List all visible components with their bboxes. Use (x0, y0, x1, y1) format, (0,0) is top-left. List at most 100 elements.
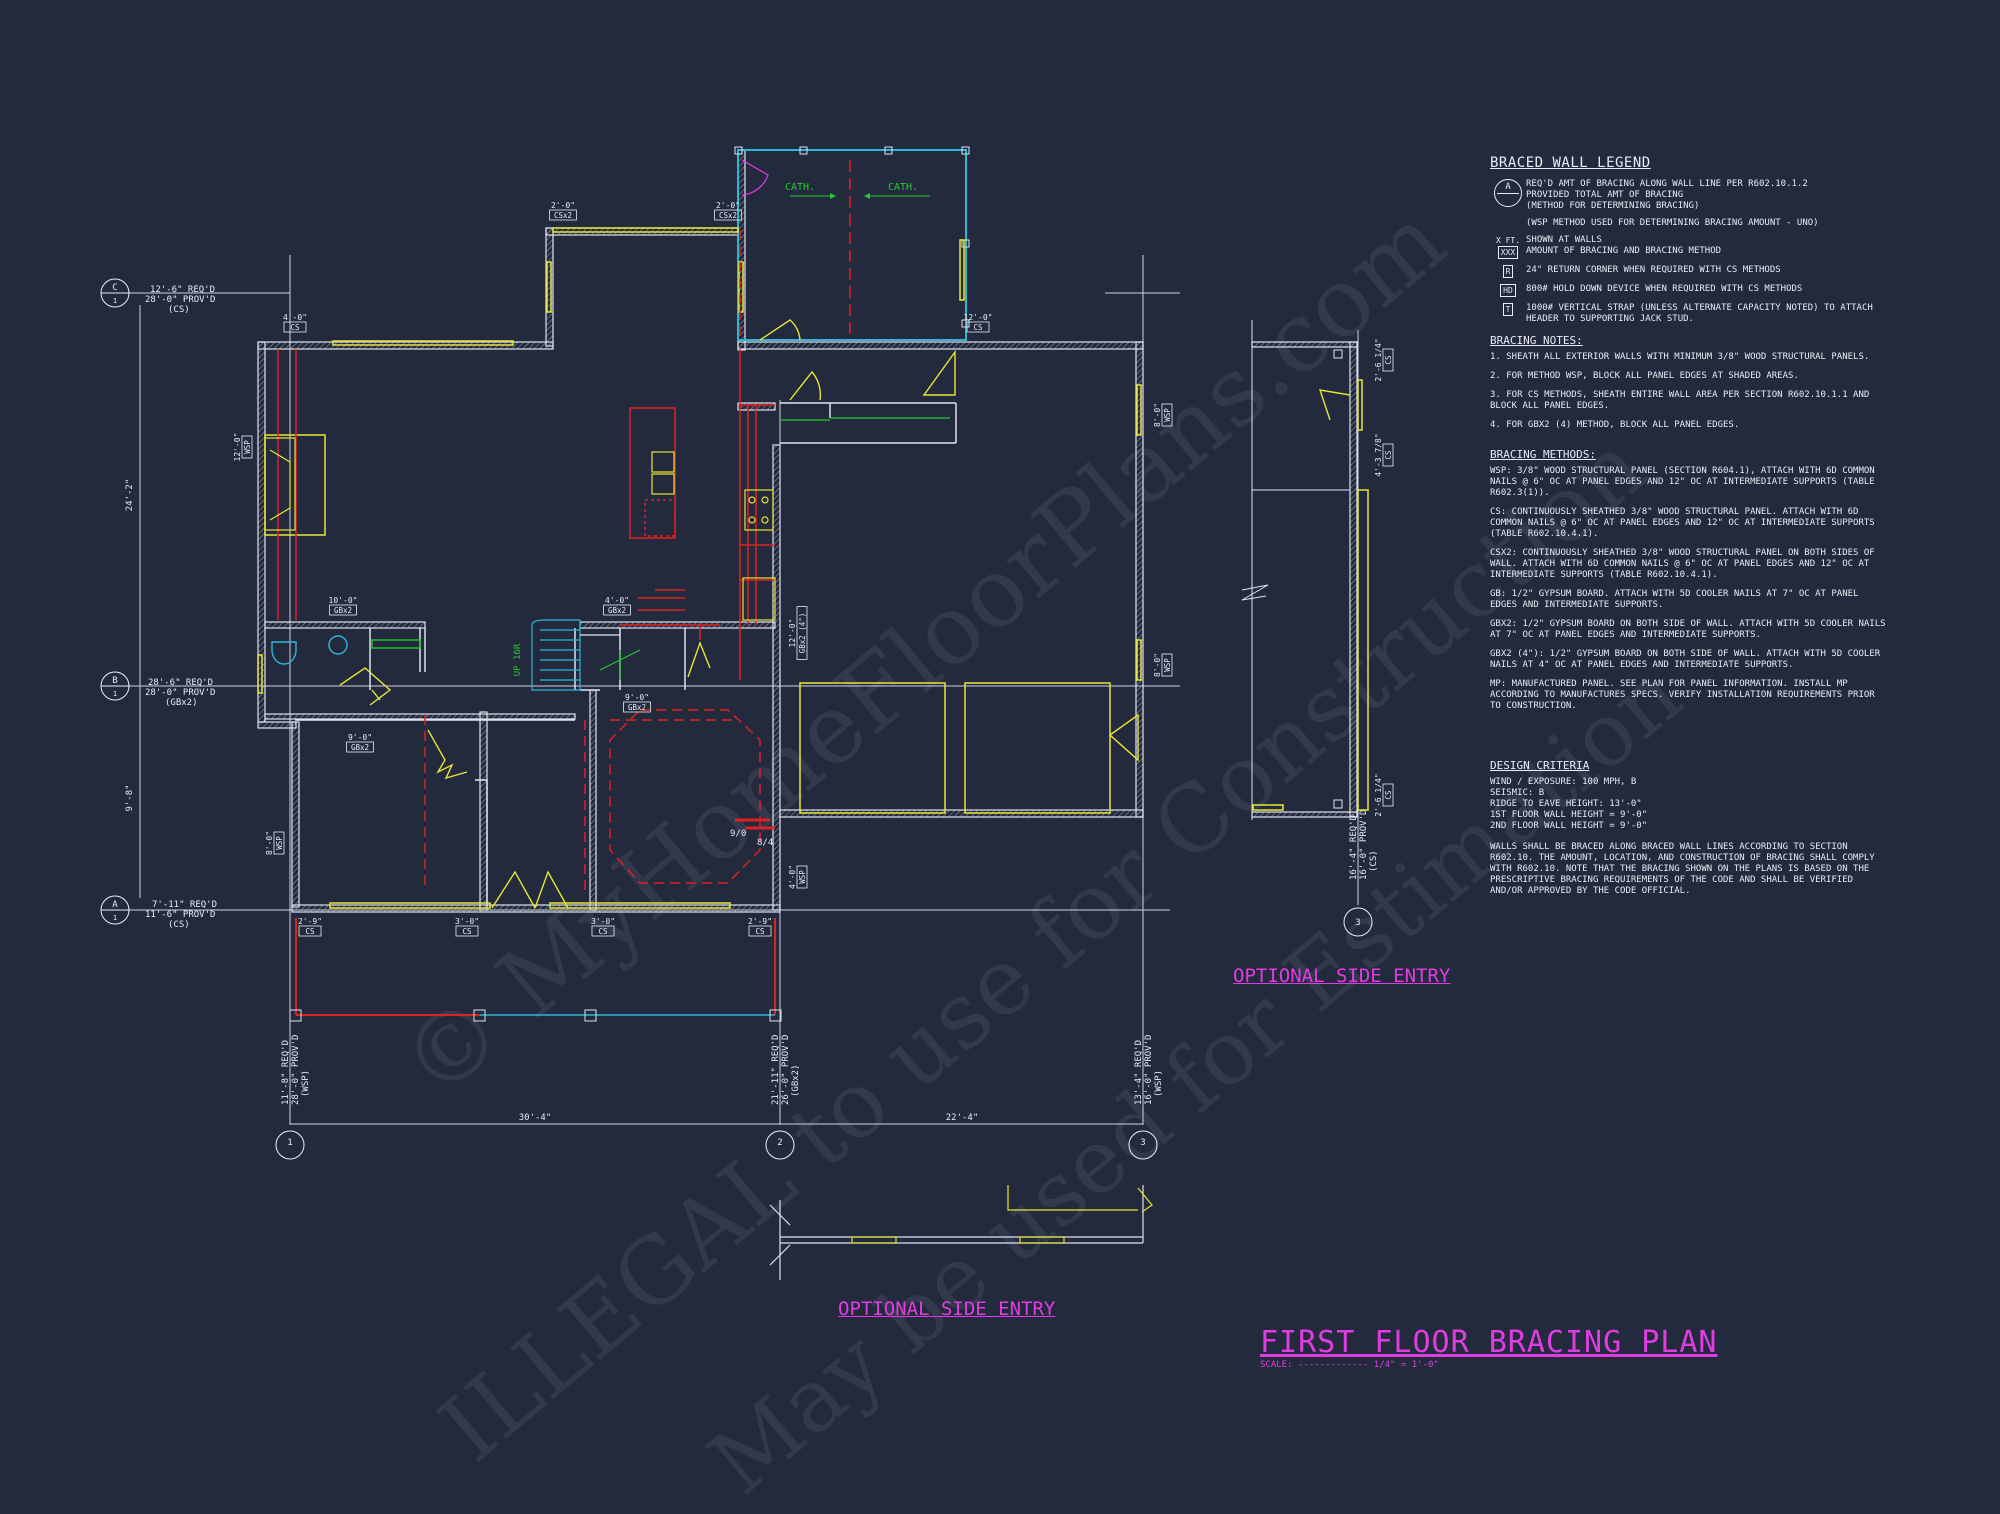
bracing-tag-box (346, 741, 374, 753)
gridlines (115, 255, 1359, 1125)
bracing-tag-type: GBx2 (608, 606, 626, 615)
optional-side-entry-right-label: OPTIONAL SIDE ENTRY (1233, 965, 1451, 987)
beam-lines (424, 230, 761, 890)
legend-hold-down-row: HD 800# HOLD DOWN DEVICE WHEN REQUIRED W… (1490, 284, 1890, 297)
svg-text:21'-11" REQ'D: 21'-11" REQ'D (771, 1035, 781, 1105)
legend-xft-desc-2: AMOUNT OF BRACING AND BRACING METHOD (1526, 246, 1722, 256)
fireplace (264, 437, 296, 531)
bracing-tag: 9'-0"GBx2 (346, 733, 374, 753)
svg-text:12'-6" REQ'D: 12'-6" REQ'D (150, 285, 215, 295)
bracing-tag-box (1382, 348, 1394, 372)
bottom-side-entry-bracing (851, 1185, 1153, 1244)
bracing-tag: 4'-0"WSP (788, 865, 808, 889)
design-criteria-1st-floor: 1ST FLOOR WALL HEIGHT = 9'-0" (1490, 810, 1648, 820)
stair (531, 619, 620, 691)
grid-bubble-A: A 1 (100, 895, 130, 925)
braced-wall-legend: BRACED WALL LEGEND A REQ'D AMT OF BRACIN… (1490, 156, 1890, 905)
grid-bubble-B: B 1 (100, 671, 130, 701)
svg-text:2: 2 (777, 1138, 782, 1148)
legend-return-corner-desc: 24" RETURN CORNER WHEN REQUIRED WITH CS … (1526, 265, 1781, 275)
stair-arrow (599, 649, 641, 680)
legend-xft-row: X FT. XXX SHOWN AT WALLS AMOUNT OF BRACI… (1490, 235, 1890, 259)
bracing-tag-length: 8'-0" (1153, 403, 1162, 427)
bottom-side-entry (769, 1185, 1144, 1280)
bracing-tag-type: GBx2 (4") (798, 613, 807, 654)
bracing-tag: 2'-9"CS (298, 917, 322, 937)
svg-text:(WSP): (WSP) (1154, 1070, 1164, 1097)
bracing-tag-length: 4'-0" (283, 313, 307, 322)
drawing-title: FIRST FLOOR BRACING PLAN (1260, 1325, 1718, 1360)
gridline-2-requirement: 21'-11" REQ'D 26'-0" PROV'D (GBx2) (771, 1035, 801, 1105)
bracing-tag-box (549, 209, 577, 221)
bracing-tag: 4'-3 7/8"CS (1374, 433, 1394, 477)
legend-strap-desc: 1000# VERTICAL STRAP (UNLESS ALTERNATE C… (1526, 303, 1873, 324)
legend-circle-row: A REQ'D AMT OF BRACING ALONG WALL LINE P… (1490, 179, 1890, 212)
svg-text:(CS): (CS) (1369, 850, 1379, 872)
bracing-methods-heading: BRACING METHODS: (1490, 448, 1596, 461)
bracing-tag: 2'-6 1/4"CS (1374, 773, 1394, 817)
svg-text:13'-4" REQ'D: 13'-4" REQ'D (1134, 1040, 1144, 1105)
bracing-tag-length: 2'-6 1/4" (1374, 338, 1383, 381)
svg-text:26'-0" PROV'D: 26'-0" PROV'D (781, 1035, 791, 1105)
bracing-tag-type: CS (755, 927, 765, 936)
bracing-tag-length: 4'-0" (605, 596, 629, 605)
bracing-tag-type: CS (305, 927, 315, 936)
svg-text:30'-4": 30'-4" (519, 1113, 552, 1123)
powder-room-fixtures (271, 635, 421, 665)
bracing-tag: 2'-0"CSx2 (714, 201, 742, 221)
bracing-note-3: 3. FOR CS METHODS, SHEATH ENTIRE WALL AR… (1490, 390, 1870, 411)
grid-bubble-C: C 1 (100, 278, 130, 308)
interior-walls (295, 402, 957, 905)
gridline-B-requirement: 28'-6" REQ'D 28'-0" PROV'D (GBx2) (145, 678, 215, 708)
bracing-method-mp: MP: MANUFACTURED PANEL. SEE PLAN FOR PAN… (1490, 679, 1875, 711)
bracing-tag-type: WSP (798, 870, 807, 884)
sunroom-door (741, 159, 769, 196)
design-criteria-seismic: SEISMIC: B (1490, 788, 1545, 798)
bracing-tag-type: CS (462, 927, 472, 936)
svg-text:CATH.: CATH. (888, 182, 918, 193)
grid-bubble-2: 2 (765, 1130, 795, 1160)
legend-xft-box-icon: XXX (1497, 246, 1519, 259)
bracing-tag-type: GBx2 (351, 743, 369, 752)
bracing-tag: 8'-0"WSP (1153, 653, 1173, 677)
bracing-tags: 2'-0"CSx22'-0"CSx24'-0"CS12'-0"CS10'-0"G… (233, 201, 1394, 937)
svg-text:11'-8" REQ'D: 11'-8" REQ'D (281, 1040, 291, 1105)
bracing-note-2: 2. FOR METHOD WSP, BLOCK ALL PANEL EDGES… (1490, 371, 1799, 381)
grid-bubble-3: 3 (1128, 1130, 1158, 1160)
bracing-tag-length: 3'-0" (591, 917, 615, 926)
gridline-1-requirement: 11'-8" REQ'D 28'-0" PROV'D (WSP) (281, 1035, 311, 1105)
hold-down-icon: HD (1500, 284, 1516, 297)
optional-side-entry-bottom-label: OPTIONAL SIDE ENTRY (838, 1298, 1056, 1320)
grid-bubble-1: 1 (275, 1130, 305, 1160)
bracing-tag: 8'-0"WSP (1153, 403, 1173, 427)
bracing-tag-box (273, 831, 285, 855)
bracing-tag-box (714, 209, 742, 221)
scale-value: 1/4" = 1'-0" (1373, 1360, 1439, 1370)
svg-text:UP 16R: UP 16R (513, 643, 523, 676)
bracing-tag: 10'-0"GBx2 (329, 596, 358, 616)
mudroom-lines (780, 417, 950, 421)
scale-label: SCALE: (1260, 1360, 1293, 1370)
bracing-tag: 12'-0"GBx2 (4") (788, 606, 808, 660)
front-porch (295, 918, 776, 1016)
bracing-tag-box (283, 321, 307, 333)
bracing-tag-type: CS (290, 323, 300, 332)
bracing-tag-box (591, 925, 615, 937)
bracing-tag-length: 9'-0" (625, 693, 649, 702)
bracing-tag-type: CS (1384, 355, 1393, 365)
gridline-3-requirement: 13'-4" REQ'D 16'-0" PROV'D (WSP) (1134, 1035, 1164, 1105)
legend-return-corner-row: R 24" RETURN CORNER WHEN REQUIRED WITH C… (1490, 265, 1890, 278)
bracing-circle-icon: A (1494, 179, 1522, 207)
svg-text:3: 3 (1355, 918, 1360, 928)
return-corner-icon: R (1502, 265, 1514, 278)
bracing-tag-length: 4'-0" (788, 865, 797, 889)
bracing-tag-type: CSx2 (719, 211, 737, 220)
legend-circle-desc-1: REQ'D AMT OF BRACING ALONG WALL LINE PER… (1526, 179, 1808, 189)
svg-text:7'-11" REQ'D: 7'-11" REQ'D (152, 900, 217, 910)
bracing-tag-box (966, 321, 990, 333)
bracing-tag: 12'-0"WSP (233, 433, 253, 461)
bracing-tag-length: 2'-0" (716, 201, 740, 210)
bracing-tag: 8'-0"WSP (265, 831, 285, 855)
bracing-tag-length: 10'-0" (329, 596, 358, 605)
